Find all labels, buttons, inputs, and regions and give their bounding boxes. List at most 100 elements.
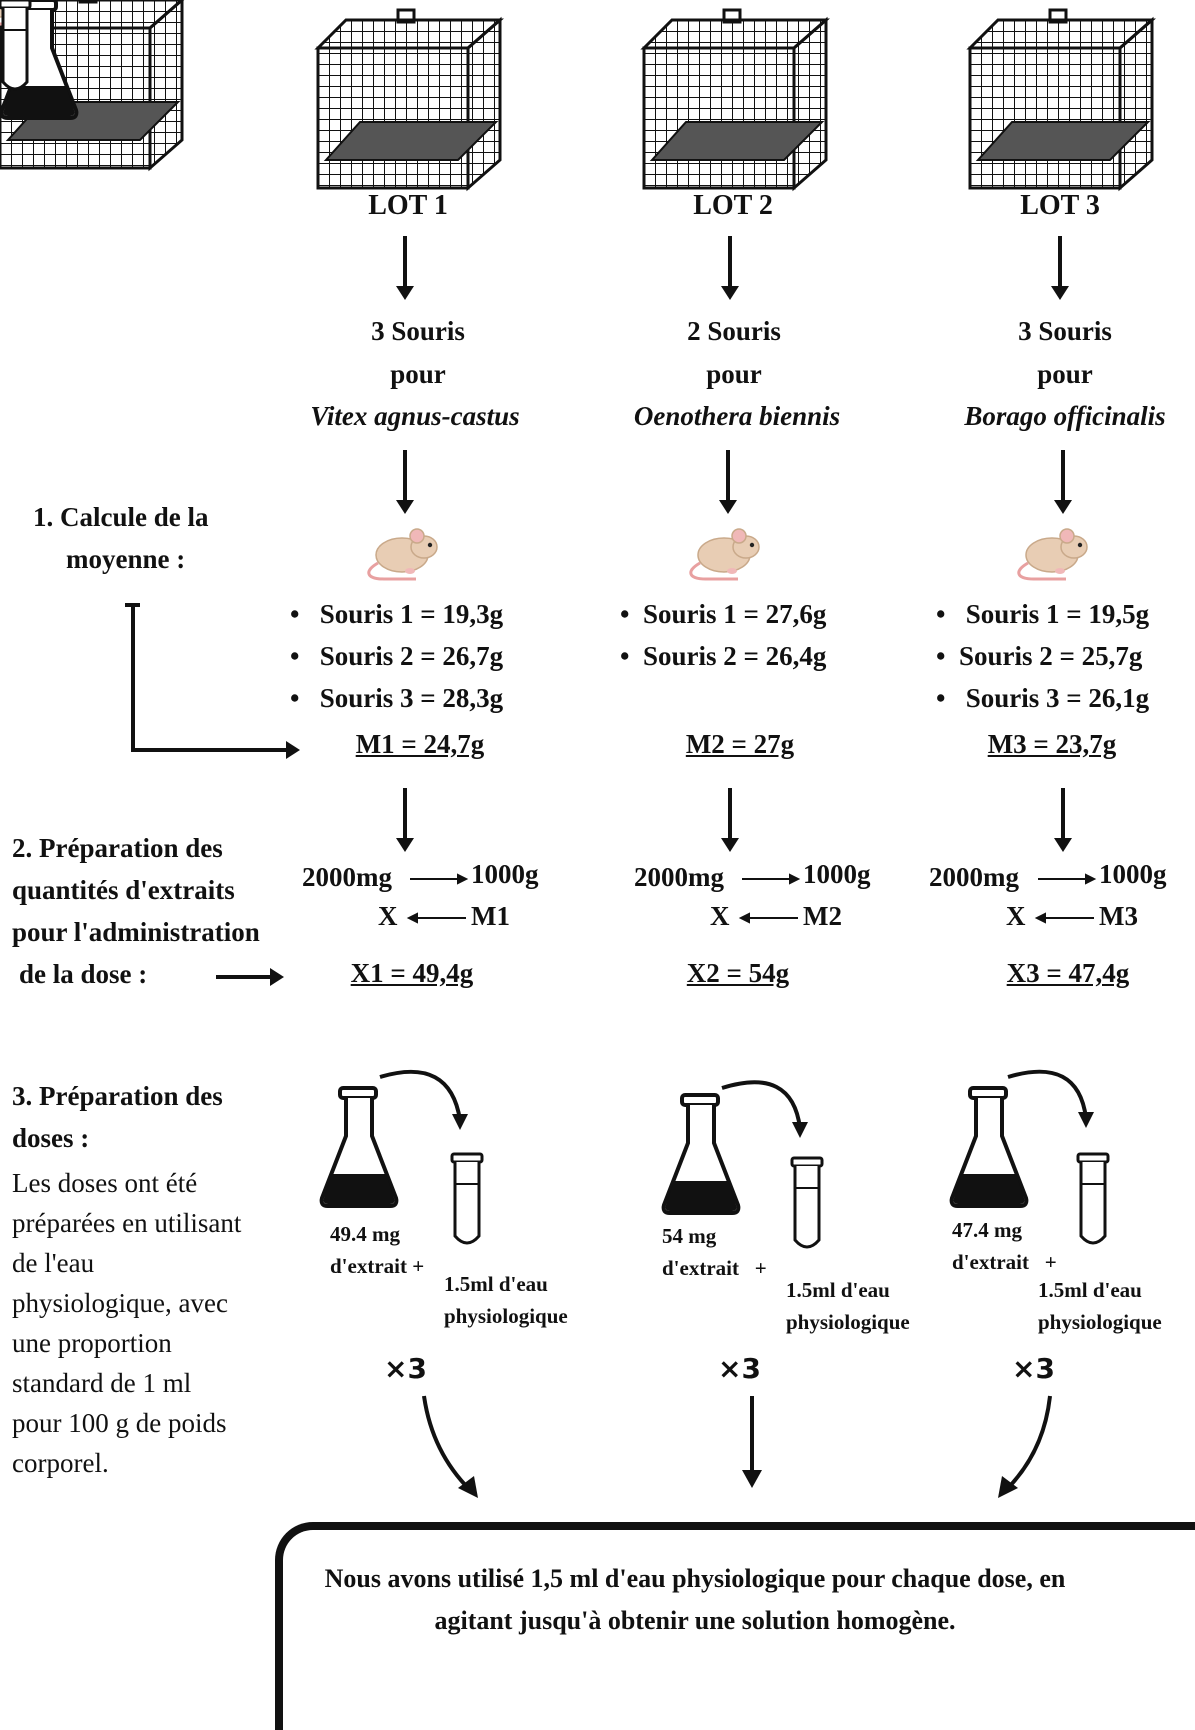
lot1-plant: Vitex agnus-castus [310, 401, 520, 431]
extract-text: d'extrait [952, 1250, 1029, 1274]
arrowhead-icon [1078, 1112, 1094, 1128]
flask-lot2-icon [661, 1093, 741, 1215]
conclusion-text: Nous avons utilisé 1,5 ml d'eau physiolo… [324, 1564, 1066, 1635]
lot3-label: LOT 3 [1020, 190, 1100, 221]
lot2-ratio-bottom-right: M2 [803, 901, 842, 931]
weight-text: Souris 2 = 26,4g [642, 641, 827, 671]
lot3-ratio-bottom-right: M3 [1099, 901, 1138, 931]
arrowhead-icon [452, 1114, 468, 1130]
weight-text: Souris 1 = 19,5g [965, 599, 1150, 629]
erlenmeyer-flask-icon [0, 0, 79, 120]
pour-arrow-icon [379, 1069, 462, 1121]
arrowhead-icon [1051, 286, 1069, 300]
lot3-water-line2: physiologique [1038, 1310, 1162, 1334]
arrowhead-icon [270, 968, 284, 986]
weight-text: Souris 2 = 26,7g [319, 641, 504, 671]
arrowhead-icon [721, 838, 739, 852]
ratio-arrows-lot2 [738, 873, 801, 924]
lot2-ratio-top-left: 2000mg [634, 862, 724, 892]
lot1-ratio-bottom-right: M1 [471, 901, 510, 931]
pour-arrow-icon [721, 1080, 802, 1129]
step2-title-line1: 2. Préparation des [12, 833, 223, 863]
cage-lot2-icon [642, 8, 828, 190]
arrowhead-icon [396, 286, 414, 300]
lot2-mice-count: 2 Souris [687, 316, 781, 346]
cage-lot3-icon [968, 8, 1154, 190]
tube-lot1-icon [450, 1152, 484, 1245]
lot3-ratio-top-right: 1000g [1099, 859, 1167, 889]
lot1-weight-2: • Souris 2 = 26,7g [290, 641, 504, 671]
lot2-multiplier: ×3 [718, 1352, 761, 1385]
arrowhead-icon [458, 1476, 478, 1498]
ratio-arrows-lot1 [406, 873, 469, 924]
mouse-lot2-icon [689, 527, 761, 581]
lot1-ratio-top-left: 2000mg [302, 862, 392, 892]
converge-arrow-icon [422, 1395, 472, 1492]
tube-lot2-icon [790, 1156, 824, 1249]
lot1-mice-count: 3 Souris [371, 316, 465, 346]
lot1-ratio-top-right: 1000g [471, 859, 539, 889]
mouse-lot1-icon [367, 527, 439, 581]
arrowhead-icon [998, 1476, 1018, 1498]
pour-arrow-icon [1007, 1069, 1088, 1119]
arrowhead-icon [1054, 838, 1072, 852]
mouse-lot3-icon [1017, 527, 1089, 581]
lot2-water-line1: 1.5ml d'eau [786, 1278, 890, 1302]
step2-title-line3: pour l'administration [12, 917, 260, 947]
arrowhead-icon [792, 1122, 808, 1138]
plus-sign: + [754, 1256, 767, 1280]
lot2-extract-amount: 54 mg [662, 1224, 717, 1248]
conclusion-box [275, 1522, 1195, 1730]
step1-title-line1: 1. Calcule de la [33, 502, 209, 532]
lot1-extract-label: d'extrait + [330, 1250, 424, 1282]
lot1-ratio-bottom-left: X [378, 901, 398, 931]
lot2-label: LOT 2 [693, 190, 773, 221]
lot3-weight-2: • Souris 2 = 25,7g [936, 641, 1143, 671]
lot2-ratio-bottom-left: X [710, 901, 730, 931]
test-tube-icon [0, 0, 32, 91]
arrowhead-icon [721, 286, 739, 300]
step3-title-line2: doses : [12, 1123, 90, 1153]
step2-title-line4: de la dose : [19, 959, 148, 989]
lot3-pour: pour [1037, 359, 1093, 389]
step1-connector-arrow-icon [125, 603, 288, 752]
arrowhead-icon [396, 500, 414, 514]
lot3-mice-count: 3 Souris [1018, 316, 1112, 346]
lot1-weight-3: • Souris 3 = 28,3g [290, 683, 504, 713]
lot1-mean: M1 = 24,7g [355, 729, 485, 759]
lot2-dose-result: X2 = 54g [686, 958, 790, 988]
lot2-pour: pour [706, 359, 762, 389]
lot1-water-line2: physiologique [444, 1304, 568, 1328]
lot3-weight-1: • Souris 1 = 19,5g [936, 599, 1150, 629]
lot3-extract-label: d'extrait + [952, 1246, 1057, 1278]
arrowhead-icon [719, 500, 737, 514]
lot2-plant: Oenothera biennis [633, 401, 841, 431]
lot1-label: LOT 1 [368, 190, 448, 221]
arrowhead-icon [286, 741, 300, 759]
arrowhead-icon [742, 1470, 762, 1488]
lot2-weight-2: • Souris 2 = 26,4g [620, 641, 827, 671]
arrowhead-icon [396, 838, 414, 852]
lot1-dose-result: X1 = 49,4g [350, 958, 474, 988]
ratio-arrows-lot3 [1034, 873, 1097, 924]
extract-text: d'extrait [662, 1256, 739, 1280]
lot3-water-line1: 1.5ml d'eau [1038, 1278, 1142, 1302]
flask-lot3-icon [949, 1086, 1029, 1208]
diagram-graphics [0, 0, 1154, 1498]
extract-text: d'extrait [330, 1254, 407, 1278]
lot3-ratio-bottom-left: X [1006, 901, 1026, 931]
tube-lot3-icon [1076, 1152, 1110, 1245]
lot3-plant: Borago officinalis [964, 401, 1166, 431]
lot3-multiplier: ×3 [1012, 1352, 1055, 1385]
lot2-mean: M2 = 27g [685, 729, 795, 759]
lot1-pour: pour [390, 359, 446, 389]
lot2-water-line2: physiologique [786, 1310, 910, 1334]
lot1-water-line1: 1.5ml d'eau [444, 1272, 548, 1296]
lot2-ratio-top-right: 1000g [803, 859, 871, 889]
weight-text: Souris 3 = 26,1g [965, 683, 1150, 713]
weight-text: Souris 1 = 19,3g [319, 599, 504, 629]
plus-sign: + [1044, 1250, 1057, 1274]
step3-title-line1: 3. Préparation des [12, 1081, 223, 1111]
weight-text: Souris 1 = 27,6g [642, 599, 827, 629]
weight-text: Souris 2 = 25,7g [958, 641, 1143, 671]
